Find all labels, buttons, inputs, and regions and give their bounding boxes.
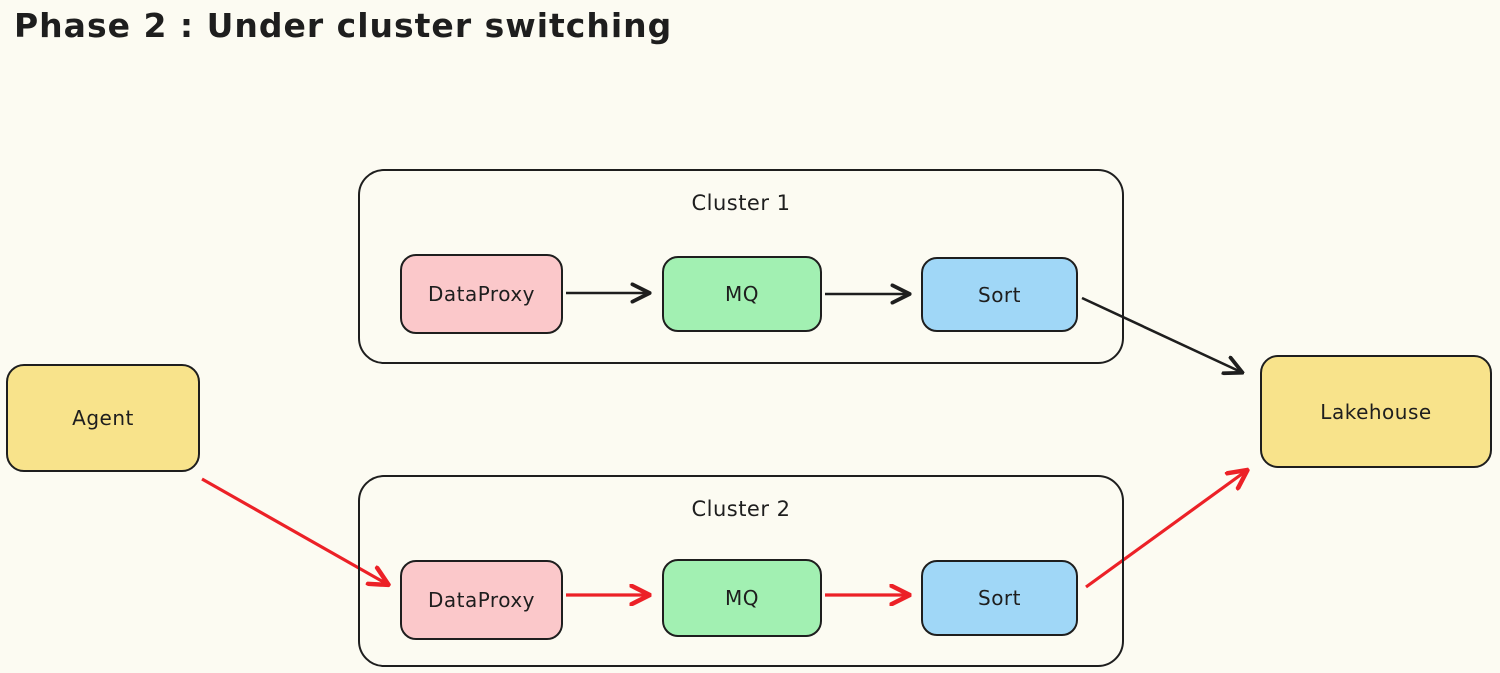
node-cluster1-sort: Sort: [921, 257, 1078, 332]
node-cluster2-mq-label: MQ: [725, 586, 759, 610]
node-cluster2-sort: Sort: [921, 560, 1078, 636]
cluster-2-label: Cluster 2: [691, 497, 791, 521]
node-cluster1-dataproxy-label: DataProxy: [427, 282, 536, 306]
node-cluster1-mq-label: MQ: [725, 282, 759, 306]
cluster-2-container: Cluster 2 DataProxy MQ Sort: [358, 475, 1124, 667]
node-agent: Agent: [6, 364, 200, 472]
node-cluster1-mq: MQ: [662, 256, 822, 332]
node-cluster2-dataproxy: DataProxy: [400, 560, 563, 640]
node-agent-label: Agent: [72, 406, 134, 430]
node-lakehouse: Lakehouse: [1260, 355, 1492, 468]
node-cluster2-mq: MQ: [662, 559, 822, 637]
node-cluster1-dataproxy: DataProxy: [400, 254, 563, 334]
cluster-1-container: Cluster 1 DataProxy MQ Sort: [358, 169, 1124, 364]
cluster-1-label: Cluster 1: [691, 191, 791, 215]
node-cluster1-sort-label: Sort: [978, 282, 1021, 307]
node-cluster2-sort-label: Sort: [978, 586, 1021, 610]
node-lakehouse-label: Lakehouse: [1320, 399, 1432, 424]
node-cluster2-dataproxy-label: DataProxy: [427, 588, 536, 612]
diagram-title: Phase 2 : Under cluster switching: [14, 6, 673, 45]
